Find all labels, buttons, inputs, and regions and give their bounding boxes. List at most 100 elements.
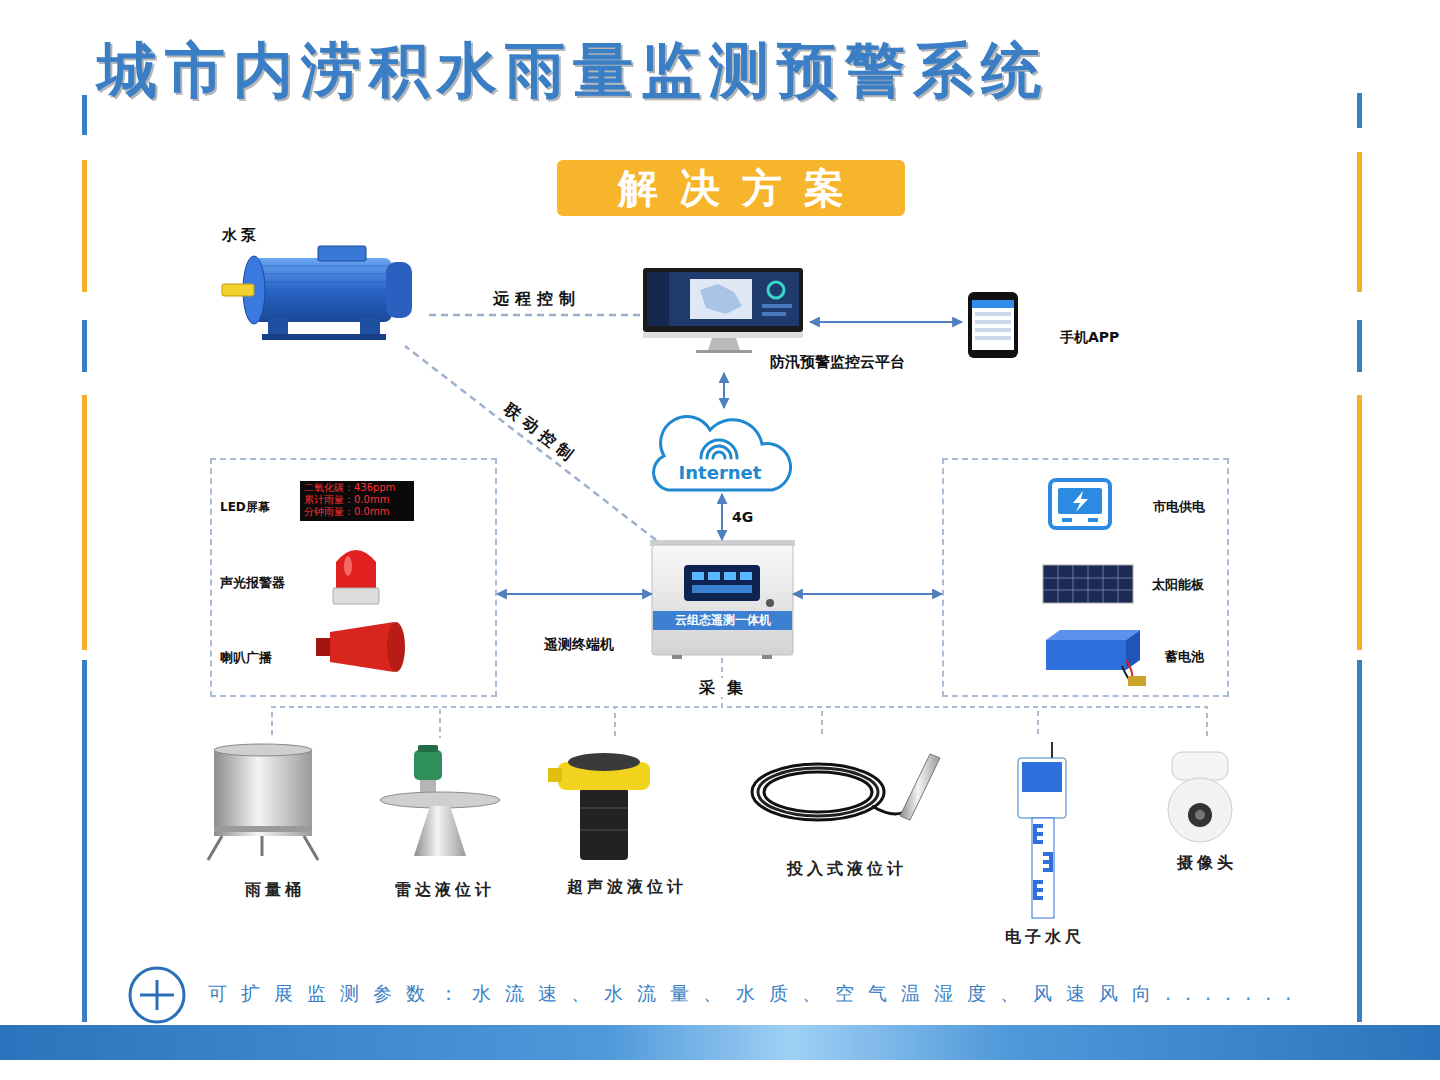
camera-illustration xyxy=(1168,752,1232,842)
ultrasonic-level-illustration xyxy=(548,753,650,860)
rain-gauge-illustration xyxy=(214,750,312,836)
node-text: 超声波液位计 xyxy=(563,877,687,896)
battery-illustration xyxy=(1046,630,1140,640)
node-text: 雨量桶 xyxy=(241,880,305,899)
radar-level-illustration xyxy=(414,750,442,780)
monitor-illustration xyxy=(690,279,752,319)
pump-illustration xyxy=(262,274,388,275)
frame-bars xyxy=(82,160,87,292)
electronic-water-gauge: 电子水尺 xyxy=(995,738,1090,948)
node-text: 摄像头 xyxy=(1173,853,1237,872)
solar-panel-illustration xyxy=(1058,565,1059,603)
phone-illustration xyxy=(968,292,1018,358)
speaker-illustration xyxy=(316,622,405,672)
terminal-illustration xyxy=(650,540,795,659)
solar-panel-illustration xyxy=(1103,565,1104,603)
mains-power: 市电供电 xyxy=(1047,476,1222,536)
phone-illustration xyxy=(975,328,1011,332)
frame-bars xyxy=(82,95,87,135)
node-text: Internet xyxy=(679,462,762,484)
radar-level-illustration xyxy=(414,806,466,856)
cloud-illustration xyxy=(654,417,791,490)
connector xyxy=(722,658,1207,738)
water-gauge-illustration xyxy=(1033,824,1037,844)
water-gauge-illustration xyxy=(1032,818,1054,918)
node-text: 声光报警器 xyxy=(220,575,285,591)
rain-gauge-illustration xyxy=(261,836,264,856)
bottom-band xyxy=(0,1025,1440,1060)
output-device-group: LED屏幕二氧化碳：436ppm累计雨量：0.0mm分钟雨量：0.0mm 声光报警… xyxy=(210,458,497,697)
edge-label: 远程控制 xyxy=(487,289,581,308)
battery-illustration xyxy=(1128,676,1146,686)
frame-bars xyxy=(1357,395,1362,650)
node-text: 分钟雨量：0.0mm xyxy=(304,506,389,518)
node-text: 水泵 xyxy=(222,226,260,244)
frame-bars xyxy=(1357,660,1362,1022)
terminal-illustration xyxy=(740,572,752,580)
terminal-illustration xyxy=(724,572,736,580)
submersible-level-illustration xyxy=(900,754,940,820)
cloud-illustration xyxy=(707,446,731,458)
radar-level-meter: 雷达液位计 xyxy=(375,738,510,901)
pump-illustration xyxy=(262,282,388,283)
node-text: 二氧化碳：436ppm xyxy=(304,482,396,494)
phone-illustration xyxy=(975,336,1011,340)
solar-panel-illustration xyxy=(1073,565,1074,603)
submersible-level-illustration xyxy=(872,806,904,814)
node-text: 累计雨量：0.0mm xyxy=(304,494,389,506)
node-text: 云组态遥测一体机 xyxy=(675,613,771,627)
pump-illustration xyxy=(222,284,254,296)
rain-gauge-illustration xyxy=(208,836,222,860)
water-gauge-illustration xyxy=(1051,742,1053,760)
submersible-level-meter: 投入式液位计 xyxy=(745,738,945,880)
frame-bars xyxy=(1357,320,1362,372)
solar-panel-illustration xyxy=(1043,590,1133,591)
terminal-illustration xyxy=(684,565,760,601)
radar-level-illustration xyxy=(380,792,500,808)
connector xyxy=(721,494,723,540)
submersible-level-illustration xyxy=(752,764,884,820)
ultrasonic-level-meter: 超声波液位计 xyxy=(545,738,705,898)
phone-illustration xyxy=(975,320,1011,324)
pump-device: 水泵 xyxy=(215,226,427,346)
speaker-device: 喇叭广播 xyxy=(216,622,411,682)
camera: 摄像头 xyxy=(1150,738,1260,874)
plus-icon xyxy=(130,968,184,1022)
mains-power-icon xyxy=(1073,491,1088,512)
alarm-illustration xyxy=(333,588,379,604)
connector xyxy=(810,321,962,323)
led-screen-device: LED屏幕二氧化碳：436ppm累计雨量：0.0mm分钟雨量：0.0mm xyxy=(216,478,416,524)
node-text: 雷达液位计 xyxy=(391,880,495,899)
frame-bars xyxy=(82,320,87,372)
bus-label: 采集 xyxy=(687,678,757,697)
terminal-illustration xyxy=(692,572,704,580)
phone-illustration xyxy=(975,312,1011,316)
terminal-illustration xyxy=(692,585,752,593)
page-title: 城市内涝积水雨量监测预警系统 xyxy=(97,34,1049,106)
camera-illustration xyxy=(1172,752,1228,780)
cloud-illustration xyxy=(713,452,725,458)
ultrasonic-level-illustration xyxy=(580,788,628,860)
submersible-level-illustration xyxy=(752,754,940,820)
mains-power-icon xyxy=(1062,518,1072,522)
node-text: 太阳能板 xyxy=(1152,577,1204,593)
rain-gauge-illustration xyxy=(214,744,312,756)
solar-panel-illustration xyxy=(1118,565,1119,603)
mains-power-icon xyxy=(1050,480,1110,528)
monitor-illustration xyxy=(643,332,803,338)
terminal-illustration xyxy=(762,655,772,659)
monitor-illustration xyxy=(700,284,742,314)
pump-illustration xyxy=(262,314,388,315)
connector xyxy=(615,658,722,738)
ultrasonic-level-illustration xyxy=(568,753,640,771)
water-gauge-illustration xyxy=(1033,880,1037,900)
frame-bars xyxy=(1357,93,1362,128)
mains-power-icon xyxy=(1058,488,1102,514)
solar-panel-illustration xyxy=(1043,565,1133,603)
radar-level-illustration xyxy=(418,745,438,752)
terminal-illustration xyxy=(652,545,793,655)
node-text: 市电供电 xyxy=(1153,499,1205,515)
rain-gauge-illustration xyxy=(214,826,312,832)
internet-cloud: Internet xyxy=(655,408,785,494)
water-gauge-illustration xyxy=(1049,852,1053,872)
